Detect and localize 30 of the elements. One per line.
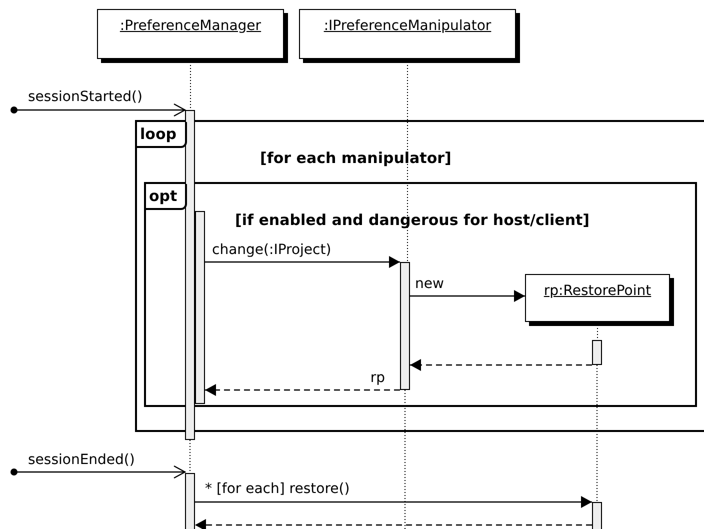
message-arrow	[195, 496, 592, 508]
guard-condition: [if enabled and dangerous for host/client]	[235, 213, 590, 228]
message-arrow	[205, 256, 400, 268]
message-label: rp	[370, 371, 385, 385]
message-label: * [for each] restore()	[205, 482, 350, 496]
message-arrow	[195, 519, 592, 529]
fragment-tab: opt	[146, 184, 188, 210]
message-label: sessionEnded()	[28, 453, 135, 467]
message-arrow	[410, 359, 592, 371]
lifeline	[596, 364, 598, 502]
fragment-tab: loop	[137, 122, 186, 148]
message-arrow	[10, 103, 186, 117]
object-name: :PreferenceManager	[120, 19, 262, 33]
message-label: sessionStarted()	[28, 90, 142, 104]
object-name: rp:RestorePoint	[544, 284, 652, 298]
message-label: change(:IProject)	[212, 243, 332, 257]
guard-condition: [for each manipulator]	[260, 151, 452, 166]
combined-fragment	[135, 120, 704, 432]
activation-bar	[195, 211, 205, 404]
activation-bar	[185, 473, 195, 529]
message-arrow	[410, 290, 525, 302]
activation-bar	[592, 502, 602, 529]
message-label: new	[415, 277, 444, 291]
activation-bar	[400, 262, 410, 390]
lifeline	[404, 390, 406, 529]
message-arrow	[205, 384, 400, 396]
object-name: :IPreferenceManipulator	[324, 19, 492, 33]
activation-bar	[592, 340, 602, 365]
message-arrow	[10, 465, 186, 479]
combined-fragment	[144, 182, 697, 407]
